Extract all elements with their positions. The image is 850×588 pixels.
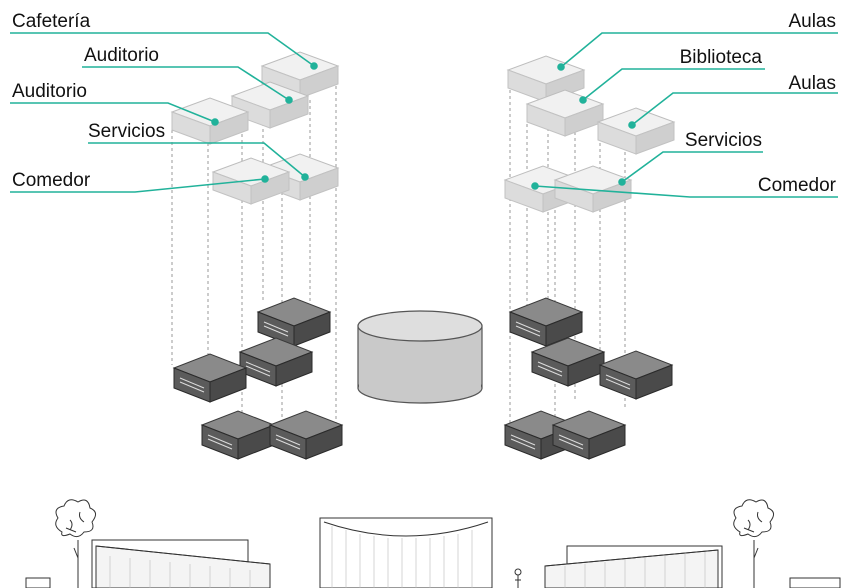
solid-block-right-5 — [552, 410, 626, 460]
person-icon — [514, 568, 522, 588]
solid-block-left-5 — [269, 410, 343, 460]
elevation-building-center — [319, 517, 493, 588]
label-comedor-left: Comedor — [12, 170, 91, 191]
label-biblioteca: Biblioteca — [679, 47, 762, 68]
block-aulas-lower — [597, 107, 675, 155]
label-servicios-right: Servicios — [684, 130, 762, 151]
solid-block-left-3 — [173, 353, 247, 403]
solid-block-left-4 — [201, 410, 275, 460]
tree-icon — [733, 499, 774, 588]
label-aulas-lower: Aulas — [788, 73, 836, 94]
solid-block-left-1 — [257, 297, 331, 347]
label-auditorio-lower: Auditorio — [12, 81, 87, 102]
label-cafeteria: Cafetería — [12, 11, 91, 32]
tree-icon — [55, 499, 96, 588]
label-comedor-right: Comedor — [757, 175, 836, 196]
elevation-strip — [25, 499, 841, 588]
elevation-building-left — [25, 539, 271, 588]
label-aulas-upper: Aulas — [788, 11, 836, 32]
leader-lines-left — [10, 32, 318, 193]
central-cylinder — [357, 310, 483, 404]
label-auditorio-upper: Auditorio — [84, 45, 159, 66]
leader-lines-right — [531, 32, 838, 198]
solid-block-left-2 — [239, 337, 313, 387]
elevation-building-right — [544, 545, 841, 588]
label-servicios-left: Servicios — [88, 121, 166, 142]
solid-block-right-3 — [599, 350, 673, 400]
